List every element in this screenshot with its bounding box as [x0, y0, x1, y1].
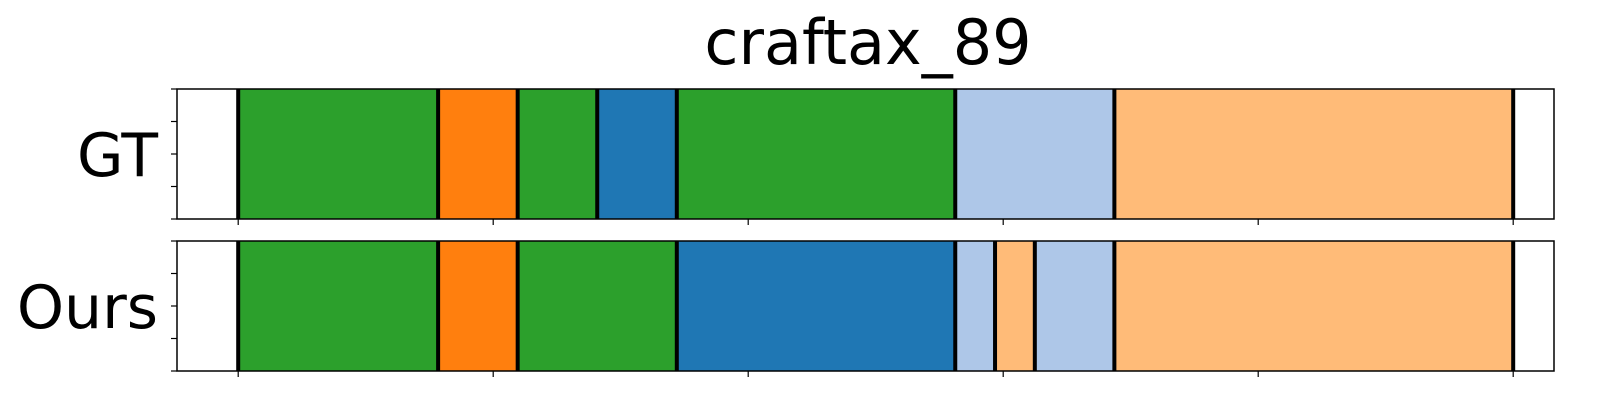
segment-green [517, 241, 677, 371]
row-label-gt: GT [77, 121, 158, 191]
row-label-ours: Ours [17, 273, 158, 343]
segment-light-blue [955, 241, 996, 371]
segment-green [517, 89, 598, 219]
row-ours: Ours [17, 240, 1555, 377]
rows-layer: GT Ours [17, 88, 1555, 377]
chart-title: craftax_89 [704, 6, 1031, 79]
segment-orange [438, 89, 518, 219]
segment-green [238, 89, 439, 219]
segment-light-blue [1034, 241, 1115, 371]
segment-green [238, 241, 439, 371]
segment-light-orange [1114, 241, 1514, 371]
segment-green [676, 89, 956, 219]
segment-light-orange [1114, 89, 1514, 219]
segment-orange [438, 241, 518, 371]
row-gt: GT [77, 88, 1555, 225]
segment-light-blue [955, 89, 1115, 219]
segment-blue [676, 241, 956, 371]
segment-light-orange [995, 241, 1035, 371]
segment-blue [597, 89, 677, 219]
